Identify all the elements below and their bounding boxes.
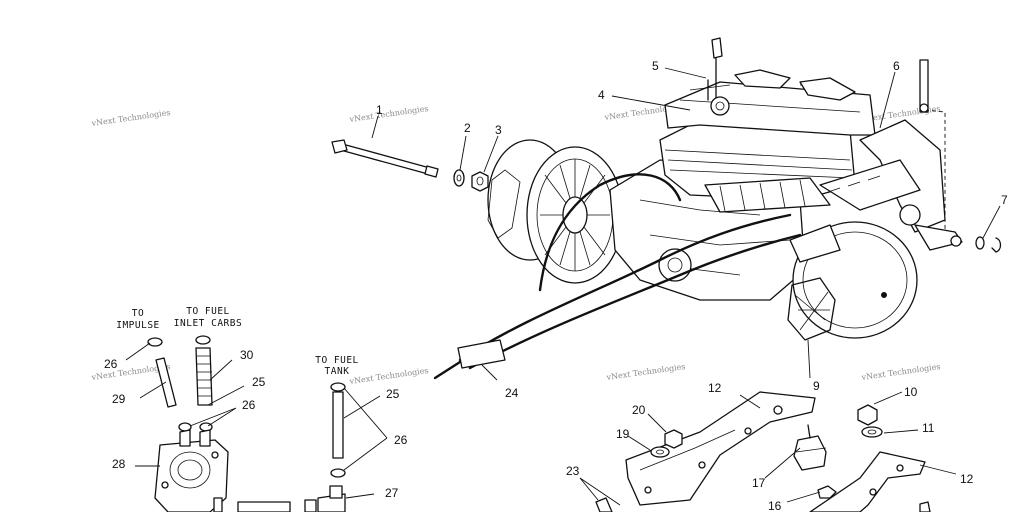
callout-numbers: 1 2 3 4 5 6 7 9 10 11 12 12 16 17 19 20 … bbox=[104, 59, 1008, 512]
callout-30: 30 bbox=[240, 348, 254, 362]
callout-26-tank: 26 bbox=[394, 433, 408, 447]
callout-2: 2 bbox=[464, 121, 471, 135]
callout-9: 9 bbox=[813, 379, 820, 393]
part-clip bbox=[975, 236, 1002, 253]
callout-27: 27 bbox=[385, 486, 399, 500]
callout-25-pump: 25 bbox=[252, 375, 266, 389]
callout-28: 28 bbox=[112, 457, 126, 471]
watermark: vNext Technologies bbox=[348, 104, 429, 124]
callout-11: 11 bbox=[922, 421, 935, 435]
callout-26-pump: 26 bbox=[242, 398, 256, 412]
part-bolt bbox=[331, 139, 439, 178]
callout-4: 4 bbox=[598, 88, 605, 102]
label-to-carbs-line1: TO FUEL bbox=[186, 306, 230, 317]
watermark: vNext Technologies bbox=[348, 366, 429, 386]
callout-3: 3 bbox=[495, 123, 502, 137]
callout-5: 5 bbox=[652, 59, 659, 73]
callout-24: 24 bbox=[505, 386, 519, 400]
part-washer-nut bbox=[453, 169, 489, 192]
label-to-carbs-line2: INLET CARBS bbox=[174, 318, 242, 329]
callout-26-top: 26 bbox=[104, 357, 118, 371]
callout-6: 6 bbox=[893, 59, 900, 73]
watermark: vNext Technologies bbox=[605, 362, 686, 382]
callout-20: 20 bbox=[632, 403, 646, 417]
callout-10: 10 bbox=[904, 385, 918, 399]
callout-7: 7 bbox=[1001, 193, 1008, 207]
callout-12-lower: 12 bbox=[960, 472, 974, 486]
callout-17: 17 bbox=[752, 476, 766, 490]
engine-assembly bbox=[487, 37, 963, 341]
callout-25-tank: 25 bbox=[386, 387, 400, 401]
label-to-tank-line1: TO FUEL bbox=[315, 355, 359, 366]
fuel-pump-assembly bbox=[147, 335, 346, 512]
leader-lines bbox=[125, 67, 1001, 506]
engine-mounts bbox=[595, 391, 931, 512]
callout-12-upper: 12 bbox=[708, 381, 722, 395]
watermark: vNext Technologies bbox=[860, 362, 941, 382]
callout-29: 29 bbox=[112, 392, 126, 406]
label-to-impulse-line2: IMPULSE bbox=[116, 320, 160, 331]
callout-19: 19 bbox=[616, 427, 630, 441]
watermark: vNext Technologies bbox=[90, 108, 171, 128]
hose-labels: TO IMPULSE TO FUEL INLET CARBS TO FUEL T… bbox=[116, 306, 359, 377]
callout-1: 1 bbox=[376, 103, 383, 117]
wiring-harness bbox=[433, 173, 802, 380]
label-to-tank-line2: TANK bbox=[325, 366, 350, 377]
callout-16: 16 bbox=[768, 499, 782, 512]
callout-23: 23 bbox=[566, 464, 580, 478]
label-to-impulse-line1: TO bbox=[132, 308, 144, 319]
